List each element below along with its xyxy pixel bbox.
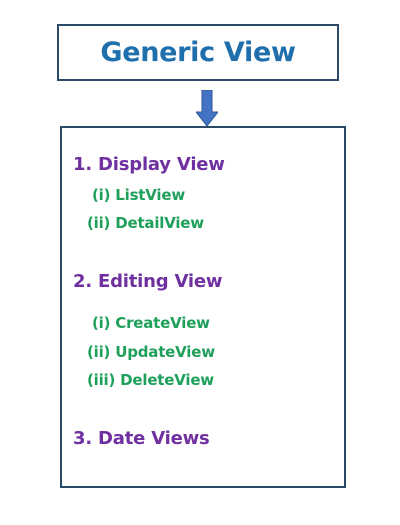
section-heading-display-view: 1. Display View <box>73 154 225 175</box>
list-item-updateview: (ii) UpdateView <box>87 343 215 361</box>
list-item-createview: (i) CreateView <box>92 314 210 332</box>
generic-view-box: Generic View <box>57 24 339 81</box>
section-heading-date-views: 3. Date Views <box>73 428 210 449</box>
section-heading-editing-view: 2. Editing View <box>73 271 223 292</box>
list-item-detailview: (ii) DetailView <box>87 214 204 232</box>
view-types-box: 1. Display View (i) ListView (ii) Detail… <box>60 126 346 488</box>
diagram-title: Generic View <box>100 37 296 68</box>
list-item-listview: (i) ListView <box>92 186 185 204</box>
down-arrow-icon <box>196 90 218 126</box>
list-item-deleteview: (iii) DeleteView <box>87 371 214 389</box>
